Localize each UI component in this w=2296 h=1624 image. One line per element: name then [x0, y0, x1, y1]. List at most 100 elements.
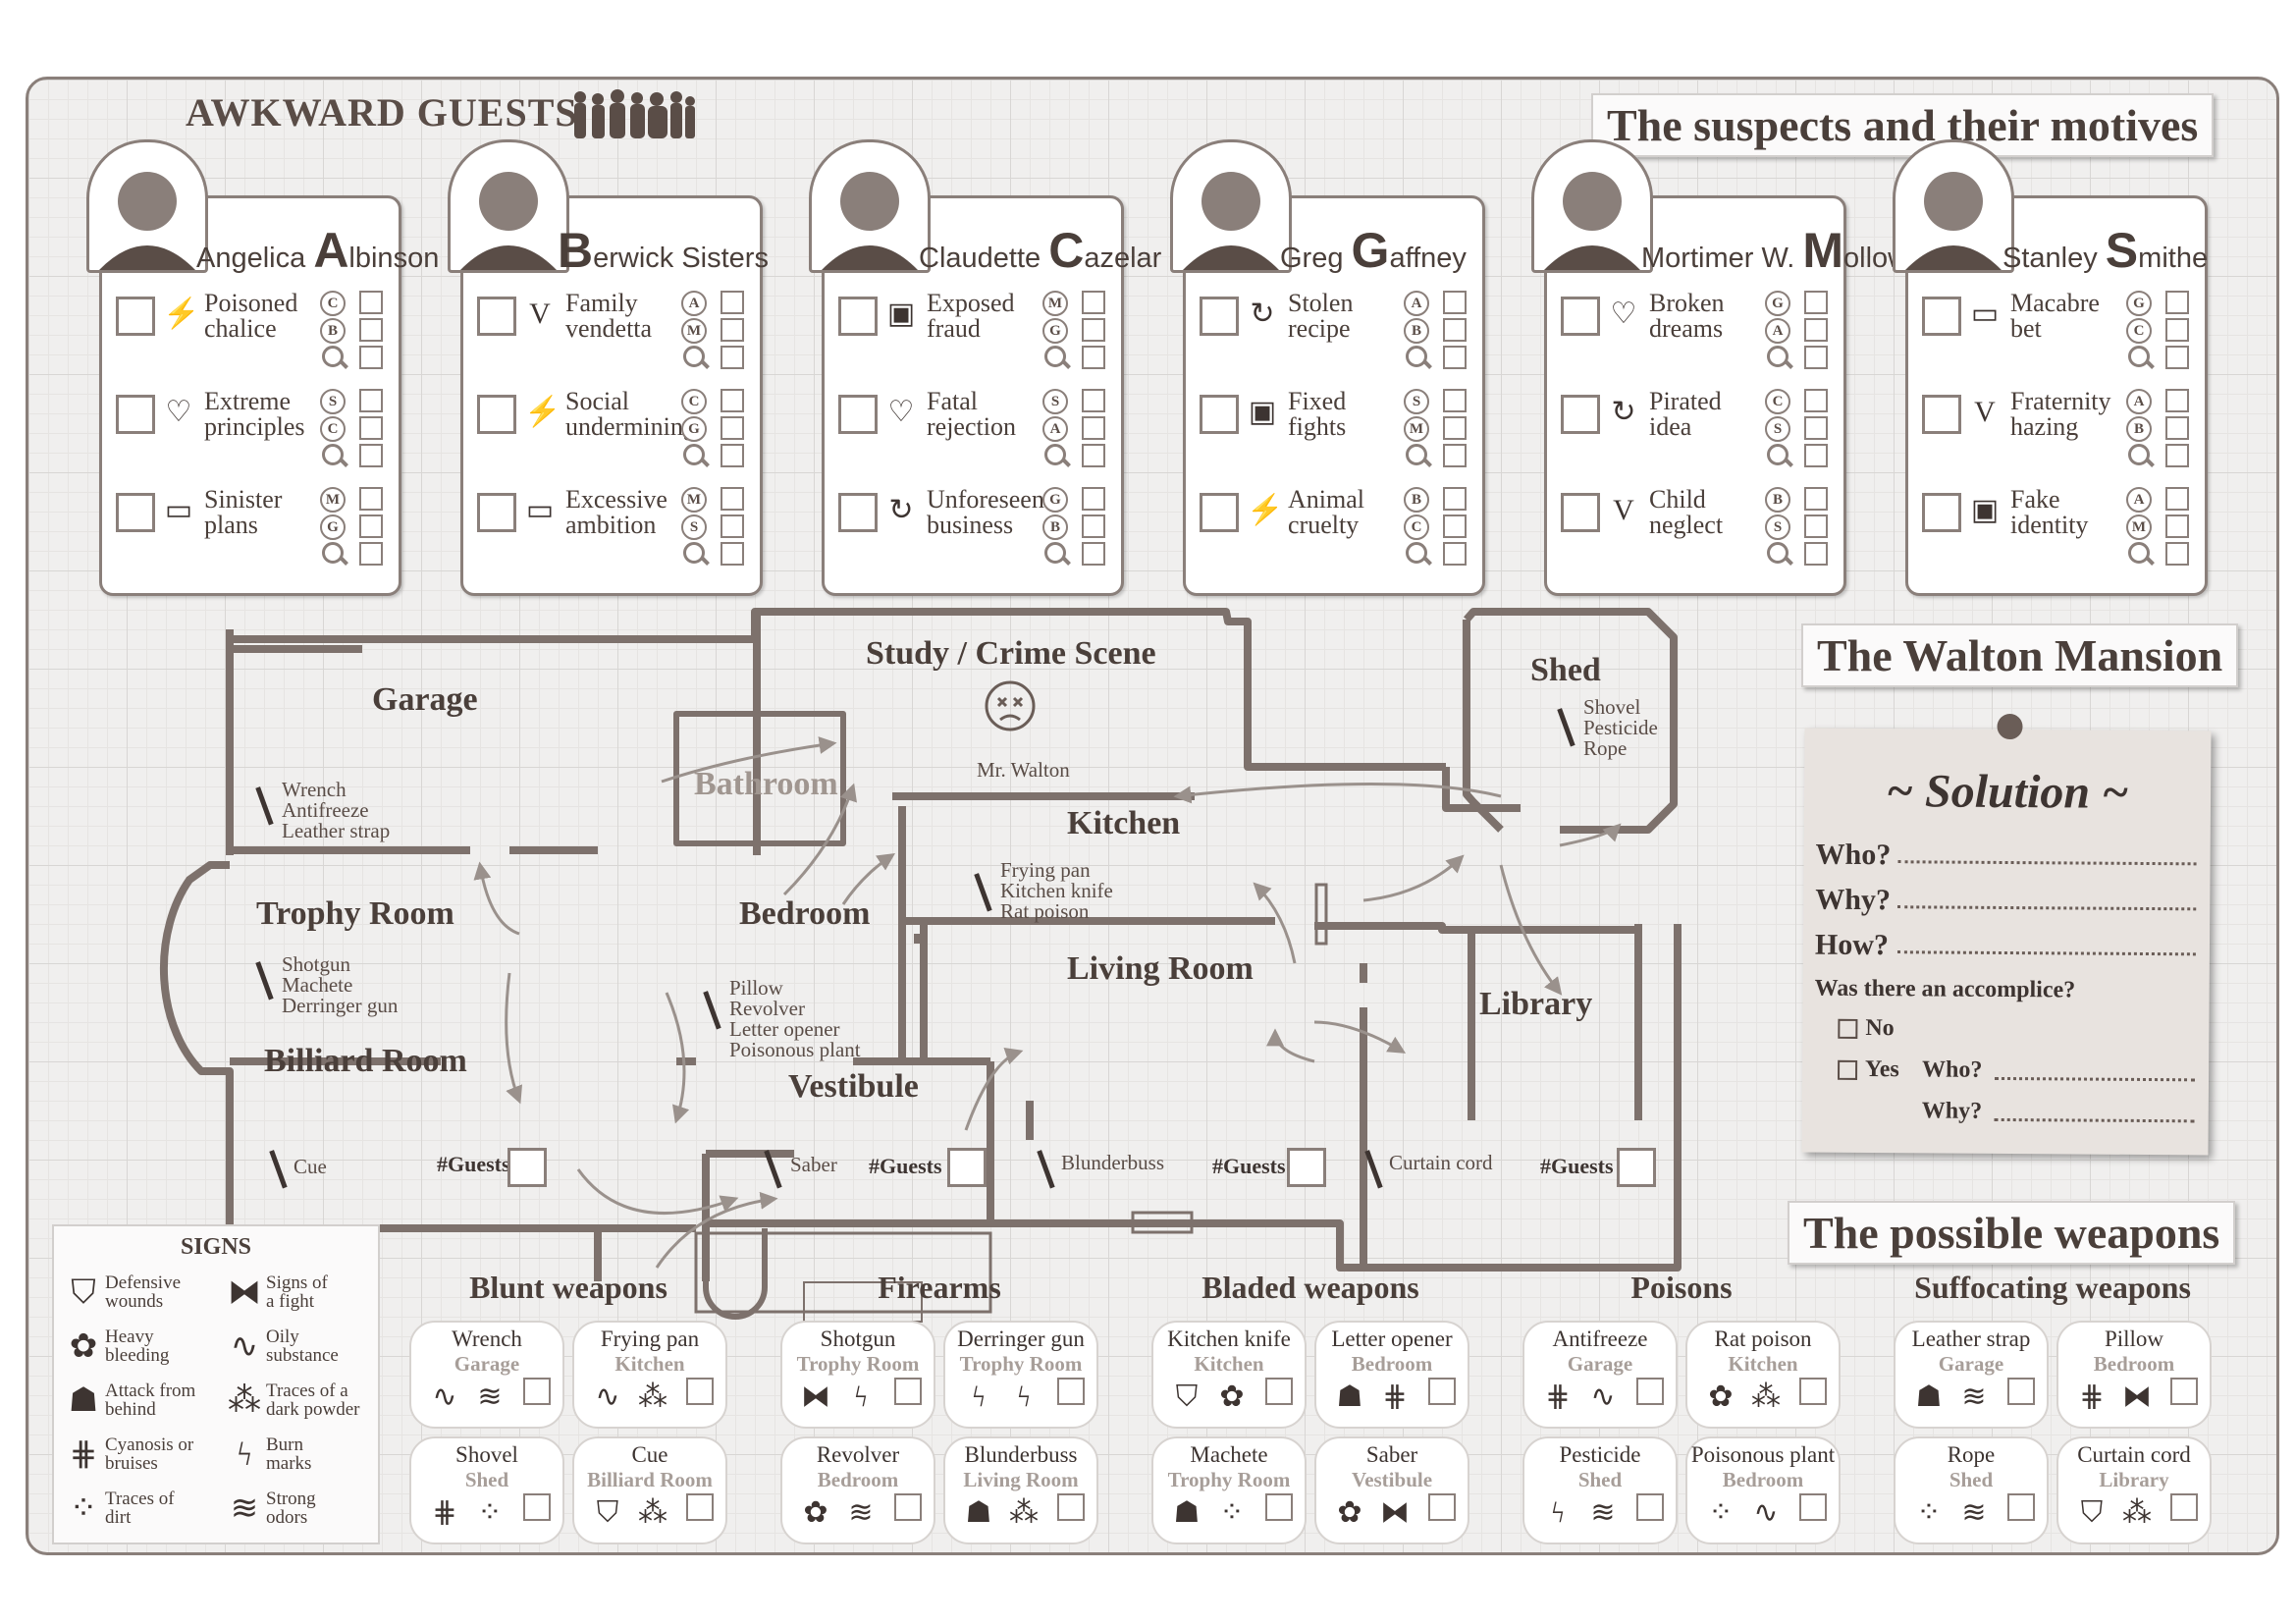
accomplice-checkbox[interactable]	[1082, 487, 1105, 511]
weapon-checkbox[interactable]	[894, 1493, 922, 1521]
clue-checkbox[interactable]	[2165, 346, 2189, 369]
accomplice-checkbox[interactable]	[2165, 291, 2189, 314]
motive-checkbox[interactable]	[1922, 493, 1961, 532]
clue-checkbox[interactable]	[359, 444, 383, 467]
weapon-checkbox[interactable]	[894, 1378, 922, 1405]
accomplice-checkbox[interactable]	[1082, 389, 1105, 412]
motive-checkbox[interactable]	[1561, 297, 1600, 336]
accomplice-checkbox[interactable]	[2165, 318, 2189, 342]
weapon-checkbox[interactable]	[1428, 1378, 1456, 1405]
accomplice-checkbox[interactable]	[1804, 318, 1828, 342]
clue-checkbox[interactable]	[721, 444, 744, 467]
motive-checkbox[interactable]	[477, 297, 516, 336]
accomplice-checkbox[interactable]	[1082, 416, 1105, 440]
motive-checkbox[interactable]	[116, 297, 155, 336]
accomplice-checkbox[interactable]	[721, 487, 744, 511]
clue-checkbox[interactable]	[1443, 542, 1467, 566]
accomplice-checkbox[interactable]	[1082, 318, 1105, 342]
clue-checkbox[interactable]	[1082, 444, 1105, 467]
motive-checkbox[interactable]	[477, 493, 516, 532]
weapon-checkbox[interactable]	[523, 1378, 551, 1405]
solution-who-field[interactable]	[1897, 850, 2197, 866]
accomplice-checkbox[interactable]	[1804, 487, 1828, 511]
accomplice-checkbox[interactable]	[1443, 291, 1467, 314]
weapon-checkbox[interactable]	[2170, 1378, 2198, 1405]
motive-checkbox[interactable]	[838, 493, 878, 532]
accomplice-checkbox[interactable]	[1804, 514, 1828, 538]
accomplice-checkbox[interactable]	[1443, 416, 1467, 440]
weapon-checkbox[interactable]	[686, 1378, 714, 1405]
accomplice-checkbox[interactable]	[2165, 389, 2189, 412]
weapon-checkbox[interactable]	[1057, 1378, 1085, 1405]
accomplice-checkbox[interactable]	[359, 291, 383, 314]
clue-checkbox[interactable]	[721, 346, 744, 369]
accomplice-checkbox[interactable]	[1443, 514, 1467, 538]
weapon-checkbox[interactable]	[1265, 1378, 1293, 1405]
accomplice-checkbox[interactable]	[359, 514, 383, 538]
guests-count-box-library[interactable]	[1617, 1148, 1656, 1187]
motive-checkbox[interactable]	[116, 493, 155, 532]
solution-how-field[interactable]	[1896, 941, 2196, 956]
accomplice-checkbox[interactable]	[2165, 514, 2189, 538]
accomplice-checkbox[interactable]	[1804, 291, 1828, 314]
accomplice-who-field[interactable]	[1995, 1066, 2196, 1082]
clue-checkbox[interactable]	[1443, 444, 1467, 467]
weapon-checkbox[interactable]	[2007, 1378, 2035, 1405]
motive-checkbox[interactable]	[1200, 395, 1239, 434]
accomplice-checkbox[interactable]	[721, 318, 744, 342]
clue-checkbox[interactable]	[1082, 346, 1105, 369]
clue-checkbox[interactable]	[1804, 542, 1828, 566]
motive-checkbox[interactable]	[1200, 493, 1239, 532]
accomplice-checkbox[interactable]	[1443, 389, 1467, 412]
motive-checkbox[interactable]	[838, 395, 878, 434]
motive-checkbox[interactable]	[1561, 493, 1600, 532]
weapon-checkbox[interactable]	[1265, 1493, 1293, 1521]
accomplice-checkbox[interactable]	[1804, 416, 1828, 440]
solution-why-field[interactable]	[1897, 895, 2197, 911]
motive-checkbox[interactable]	[1922, 395, 1961, 434]
accomplice-checkbox[interactable]	[359, 416, 383, 440]
motive-checkbox[interactable]	[477, 395, 516, 434]
accomplice-checkbox[interactable]	[1804, 389, 1828, 412]
clue-checkbox[interactable]	[1082, 542, 1105, 566]
guests-count-box-billiard[interactable]	[507, 1148, 547, 1187]
accomplice-checkbox[interactable]	[359, 318, 383, 342]
accomplice-checkbox[interactable]	[2165, 487, 2189, 511]
weapon-checkbox[interactable]	[1428, 1493, 1456, 1521]
motive-checkbox[interactable]	[116, 395, 155, 434]
motive-checkbox[interactable]	[1561, 395, 1600, 434]
accomplice-checkbox[interactable]	[1082, 514, 1105, 538]
guests-count-box-vestibule[interactable]	[947, 1148, 987, 1187]
clue-checkbox[interactable]	[1804, 444, 1828, 467]
weapon-checkbox[interactable]	[1057, 1493, 1085, 1521]
weapon-checkbox[interactable]	[1799, 1493, 1827, 1521]
weapon-checkbox[interactable]	[1636, 1378, 1664, 1405]
accomplice-no-option[interactable]: No	[1838, 1015, 1895, 1042]
accomplice-checkbox[interactable]	[1443, 318, 1467, 342]
weapon-checkbox[interactable]	[686, 1493, 714, 1521]
clue-checkbox[interactable]	[359, 346, 383, 369]
weapon-checkbox[interactable]	[523, 1493, 551, 1521]
accomplice-checkbox[interactable]	[1443, 487, 1467, 511]
motive-checkbox[interactable]	[1922, 297, 1961, 336]
guests-count-box-living-room[interactable]	[1287, 1148, 1326, 1187]
weapon-checkbox[interactable]	[2007, 1493, 2035, 1521]
weapon-checkbox[interactable]	[1799, 1378, 1827, 1405]
accomplice-why-field[interactable]	[1994, 1108, 2195, 1123]
accomplice-yes-option[interactable]: Yes	[1838, 1056, 1899, 1083]
accomplice-checkbox[interactable]	[359, 389, 383, 412]
weapon-checkbox[interactable]	[1636, 1493, 1664, 1521]
clue-checkbox[interactable]	[1443, 346, 1467, 369]
accomplice-no-checkbox[interactable]	[1838, 1019, 1858, 1040]
accomplice-checkbox[interactable]	[721, 291, 744, 314]
weapon-checkbox[interactable]	[2170, 1493, 2198, 1521]
accomplice-checkbox[interactable]	[359, 487, 383, 511]
clue-checkbox[interactable]	[1804, 346, 1828, 369]
clue-checkbox[interactable]	[721, 542, 744, 566]
clue-checkbox[interactable]	[2165, 444, 2189, 467]
accomplice-checkbox[interactable]	[721, 416, 744, 440]
accomplice-checkbox[interactable]	[1082, 291, 1105, 314]
clue-checkbox[interactable]	[2165, 542, 2189, 566]
accomplice-checkbox[interactable]	[2165, 416, 2189, 440]
clue-checkbox[interactable]	[359, 542, 383, 566]
